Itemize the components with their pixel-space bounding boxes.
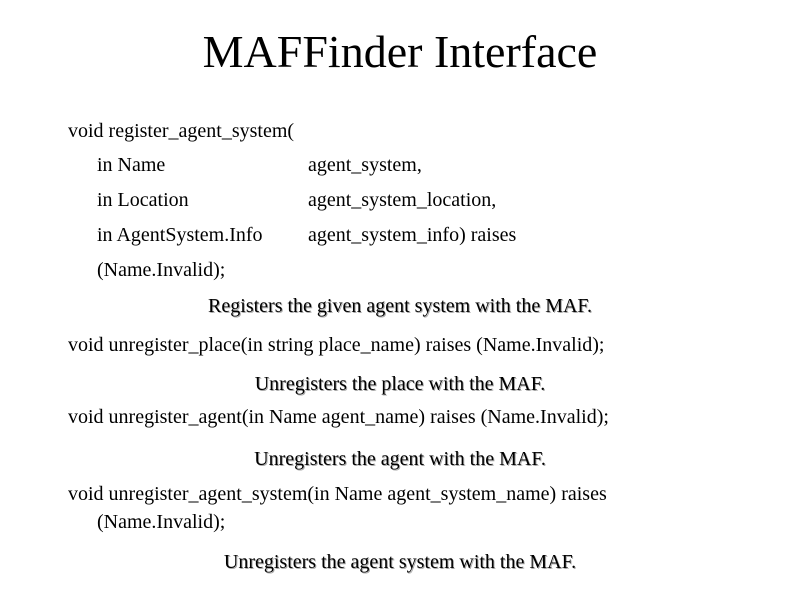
unregister-agent-system-signature: void unregister_agent_system(in Name age…: [68, 483, 607, 505]
unregister-place-signature: void unregister_place(in string place_na…: [68, 334, 605, 356]
unregister-agent-signature: void unregister_agent(in Name agent_name…: [68, 406, 609, 428]
description-text: Registers the given agent system with th…: [208, 295, 592, 317]
unregister-place-description: Unregisters the place with the MAF.: [0, 372, 800, 396]
register-agent-system-description: Registers the given agent system with th…: [0, 294, 800, 318]
param-type: in Location: [97, 189, 189, 211]
register-agent-system-signature: void register_agent_system(: [68, 120, 295, 142]
param-name: agent_system_location,: [308, 189, 497, 211]
description-text: Unregisters the agent with the MAF.: [254, 448, 546, 470]
slide-title: MAFFinder Interface: [202, 26, 598, 77]
param-name: agent_system_info) raises: [308, 224, 517, 246]
param-type: in AgentSystem.Info: [97, 224, 263, 246]
param-name: agent_system,: [308, 154, 422, 176]
param-type: in Name: [97, 154, 166, 176]
raises-clause: (Name.Invalid);: [97, 259, 226, 281]
raises-clause: (Name.Invalid);: [97, 511, 226, 533]
unregister-agent-description: Unregisters the agent with the MAF.: [0, 447, 800, 471]
description-text: Unregisters the place with the MAF.: [254, 373, 546, 395]
description-text: Unregisters the agent system with the MA…: [223, 551, 577, 573]
unregister-agent-system-description: Unregisters the agent system with the MA…: [0, 550, 800, 574]
